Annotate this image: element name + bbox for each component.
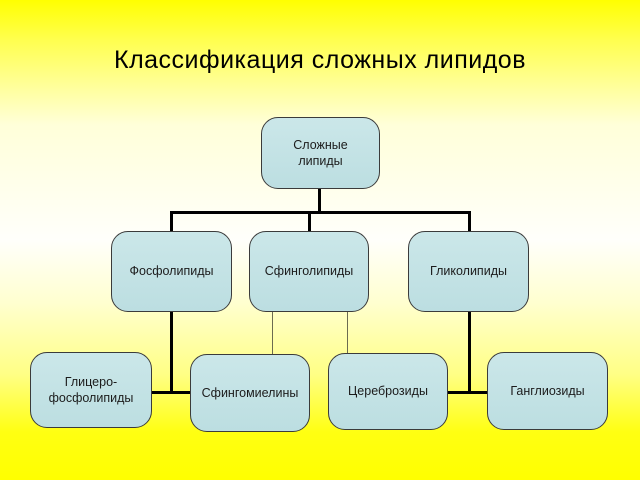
node-phospholipids-label: Фосфолипиды: [129, 264, 214, 279]
node-cerebrosides: Цереброзиды: [328, 353, 448, 430]
node-glycerophospholipids: Глицеро-фосфолипиды: [30, 352, 152, 428]
node-sphingolipids-label: Сфинголипиды: [264, 264, 354, 279]
connector-drop-glycolipids: [468, 211, 471, 231]
node-glycolipids-label: Гликолипиды: [430, 264, 507, 279]
connector-phospholipids-stem: [170, 312, 173, 394]
node-sphingomyelins-label: Сфингомиелины: [201, 385, 299, 400]
connector-sphingolipids-sphingomyelins: [272, 312, 273, 355]
connector-phospholipids-branch: [152, 391, 190, 394]
node-glycerophospholipids-label: Глицеро-фосфолипиды: [48, 374, 134, 405]
slide-title: Классификация сложных липидов: [114, 46, 526, 74]
connector-glycolipids-stem: [468, 312, 471, 394]
connector-root-stem: [318, 189, 321, 214]
connector-sphingolipids-cerebrosides: [347, 312, 348, 353]
node-sphingomyelins: Сфингомиелины: [190, 354, 310, 432]
node-complex-lipids-label: Сложные липиды: [293, 137, 348, 168]
node-sphingolipids: Сфинголипиды: [249, 231, 369, 312]
connector-drop-phospholipids: [170, 211, 173, 231]
node-complex-lipids: Сложные липиды: [261, 117, 380, 189]
connector-top-horizontal: [170, 211, 471, 214]
node-phospholipids: Фосфолипиды: [111, 231, 232, 312]
node-gangliosides: Ганглиозиды: [487, 352, 608, 430]
connector-glycolipids-branch: [448, 391, 487, 394]
connector-drop-sphingolipids: [308, 211, 311, 231]
node-cerebrosides-label: Цереброзиды: [348, 384, 428, 399]
node-gangliosides-label: Ганглиозиды: [510, 383, 585, 398]
node-glycolipids: Гликолипиды: [408, 231, 529, 312]
